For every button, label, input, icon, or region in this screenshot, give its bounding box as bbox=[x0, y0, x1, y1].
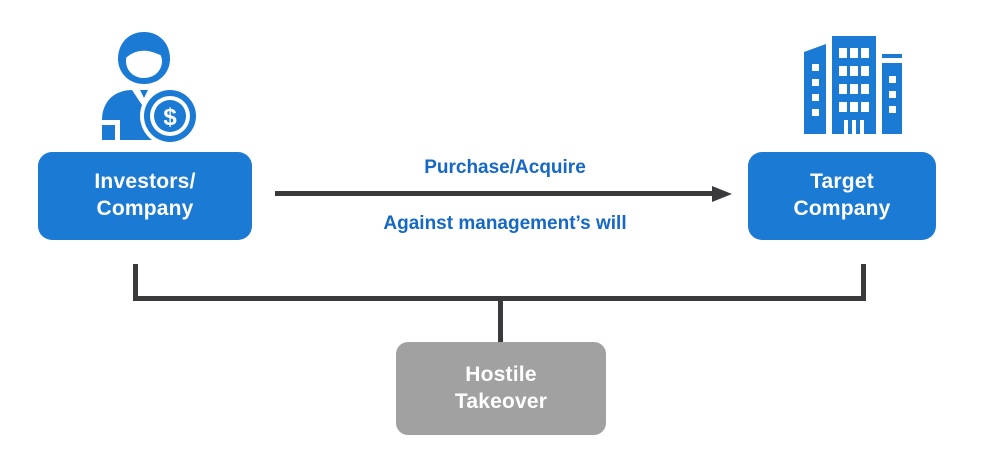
bracket-right-stem bbox=[861, 264, 866, 300]
bracket-left-stem bbox=[133, 264, 138, 300]
svg-text:$: $ bbox=[163, 104, 177, 131]
node-investors-company[interactable]: Investors/ Company bbox=[38, 152, 252, 240]
node-hostile-takeover[interactable]: Hostile Takeover bbox=[396, 342, 606, 435]
arrow-label-purchase-acquire: Purchase/Acquire bbox=[424, 157, 586, 178]
arrow-shaft bbox=[275, 191, 716, 196]
node-target-company[interactable]: Target Company bbox=[748, 152, 936, 240]
node-target-company-label: Target Company bbox=[793, 170, 891, 220]
investor-person-dollar-icon: $ bbox=[88, 28, 202, 146]
office-buildings-icon bbox=[796, 30, 908, 142]
node-investors-company-label: Investors/ Company bbox=[94, 170, 196, 220]
node-hostile-takeover-label: Hostile Takeover bbox=[454, 362, 548, 413]
flow-arrow-right-icon bbox=[275, 186, 735, 202]
arrow-label-against-managements-will: Against management’s will bbox=[383, 213, 627, 234]
arrow-head-icon bbox=[712, 186, 732, 202]
bracket-center-stem bbox=[498, 296, 503, 344]
